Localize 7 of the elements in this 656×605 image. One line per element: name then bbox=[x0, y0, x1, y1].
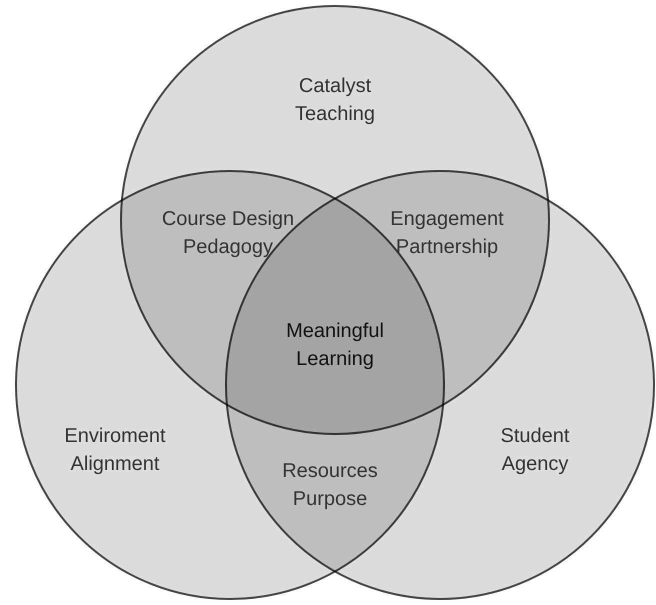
overlap-label: Course Design Pedagogy bbox=[160, 207, 296, 260]
overlap-label: Meaningful Learning bbox=[285, 319, 385, 372]
circle-label: Catalyst Teaching bbox=[294, 74, 376, 127]
circle-label: Enviroment Alignment bbox=[63, 424, 167, 477]
overlap-label: Resources Purpose bbox=[281, 459, 379, 512]
overlap-label: Engagement Partnership bbox=[389, 207, 505, 260]
circle-label: Student Agency bbox=[500, 424, 570, 477]
